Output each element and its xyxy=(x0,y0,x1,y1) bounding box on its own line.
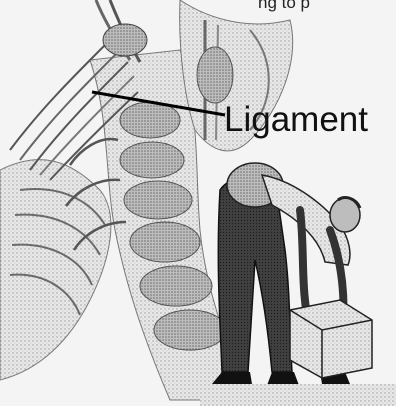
top-text-fragment: ng to p xyxy=(258,0,310,12)
annotation-label: Ligament xyxy=(224,100,368,139)
floor-shading xyxy=(200,384,396,406)
lifted-box xyxy=(290,300,372,378)
